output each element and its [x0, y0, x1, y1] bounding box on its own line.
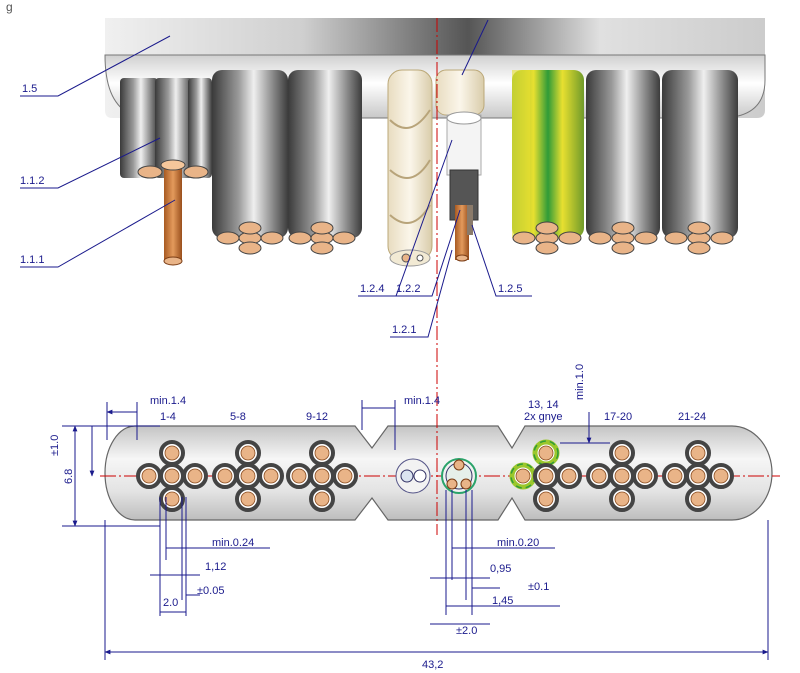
- core-group-3: [288, 70, 362, 255]
- top-view: 1.5 1.1.2 1.1.1 1.2.4 1.2.2 1.2.5 1.2.1: [20, 18, 766, 370]
- top-fragment-text: g: [6, 0, 13, 14]
- group-label-5-8: 5-8: [230, 411, 246, 423]
- core-conductor: [141, 468, 157, 484]
- core-group-1: [120, 78, 212, 266]
- core-conductor: [314, 445, 330, 461]
- core-conductor: [614, 468, 630, 484]
- core-conductor: [713, 468, 729, 484]
- dim-tol-0-1: ±0.1: [528, 581, 549, 593]
- group-label-21-24: 21-24: [678, 411, 706, 423]
- core-conductor: [538, 445, 554, 461]
- dim-1-45: 1,45: [492, 595, 513, 607]
- callout-1-2-2: 1.2.2: [396, 283, 420, 295]
- core-conductor: [614, 491, 630, 507]
- core-conductor: [164, 468, 180, 484]
- core-conductor: [614, 445, 630, 461]
- dim-min-0-24: min.0.24: [212, 537, 254, 549]
- callout-1-2-4: 1.2.4: [360, 283, 384, 295]
- core-conductor: [667, 468, 683, 484]
- core-cluster: [286, 440, 358, 512]
- dim-min-0-20: min.0.20: [497, 537, 539, 549]
- core-conductor: [314, 491, 330, 507]
- dimension-lines: [62, 400, 769, 660]
- core-conductor: [164, 445, 180, 461]
- core-clusters: [136, 439, 734, 512]
- core-conductor: [337, 468, 353, 484]
- dim-min-1-4-left: min.1.4: [150, 395, 186, 407]
- core-cluster: [662, 440, 734, 512]
- core-group-gnye: [512, 70, 584, 255]
- callout-1-1-1: 1.1.1: [20, 254, 44, 266]
- dim-tol-1-0: ±1.0: [49, 435, 61, 456]
- conductor-1-1-1: [164, 165, 182, 261]
- core-conductor: [538, 468, 554, 484]
- dim-0-95: 0,95: [490, 563, 511, 575]
- cross-section-view: 1-4 5-8 9-12 13, 14 2x gnye 17-20 21-24 …: [49, 364, 780, 671]
- core-conductor: [187, 468, 203, 484]
- core-group-5: [586, 70, 660, 255]
- core-conductor: [291, 468, 307, 484]
- dim-2-0: 2.0: [163, 597, 178, 609]
- gnye-stripe: [533, 440, 559, 466]
- callout-1-5: 1.5: [22, 83, 37, 95]
- core-conductor: [515, 468, 531, 484]
- core-cluster: [509, 439, 582, 512]
- callout-leaders: [20, 19, 532, 338]
- top-strip: g: [0, 0, 800, 16]
- core-conductor: [561, 468, 577, 484]
- core-cluster: [136, 440, 208, 512]
- core-conductor: [690, 445, 706, 461]
- group-label-gnye: 2x gnye: [524, 411, 563, 423]
- core-cluster: [586, 440, 658, 512]
- core-group-2: [212, 70, 288, 255]
- core-conductor: [690, 491, 706, 507]
- dim-height-6-8: 6.8: [63, 469, 75, 484]
- group-label-17-20: 17-20: [604, 411, 632, 423]
- dim-min-1-4-mid: min.1.4: [404, 395, 440, 407]
- group-label-1-4: 1-4: [160, 411, 176, 423]
- core: [188, 78, 212, 178]
- core-conductor: [690, 468, 706, 484]
- coax-cross-sections: [395, 458, 477, 494]
- core-conductor: [591, 468, 607, 484]
- cross-section-outline: [104, 425, 773, 521]
- core-conductor: [217, 468, 233, 484]
- core-conductor: [263, 468, 279, 484]
- core-conductor: [164, 491, 180, 507]
- core: [120, 78, 158, 178]
- dim-1-12: 1,12: [205, 561, 226, 573]
- core-conductor: [240, 491, 256, 507]
- dim-min-1-0: min.1.0: [574, 364, 586, 400]
- coax-elements: [387, 69, 485, 267]
- core-conductor: [240, 445, 256, 461]
- callout-1-1-2: 1.1.2: [20, 175, 44, 187]
- dim-tol-2-0: ±2.0: [456, 625, 477, 637]
- callout-1-2-5: 1.2.5: [498, 283, 522, 295]
- core-group-6: [662, 70, 738, 255]
- core-conductor: [314, 468, 330, 484]
- dim-tol-0-05: ±0.05: [197, 585, 224, 597]
- core: [155, 78, 193, 178]
- core-conductor: [538, 491, 554, 507]
- group-label-9-12: 9-12: [306, 411, 328, 423]
- dim-width-43-2: 43,2: [422, 659, 443, 671]
- core-conductor: [637, 468, 653, 484]
- core-conductor: [240, 468, 256, 484]
- callout-1-2-1: 1.2.1: [392, 324, 416, 336]
- core-cluster: [212, 440, 284, 512]
- group-label-13-14: 13, 14: [528, 399, 559, 411]
